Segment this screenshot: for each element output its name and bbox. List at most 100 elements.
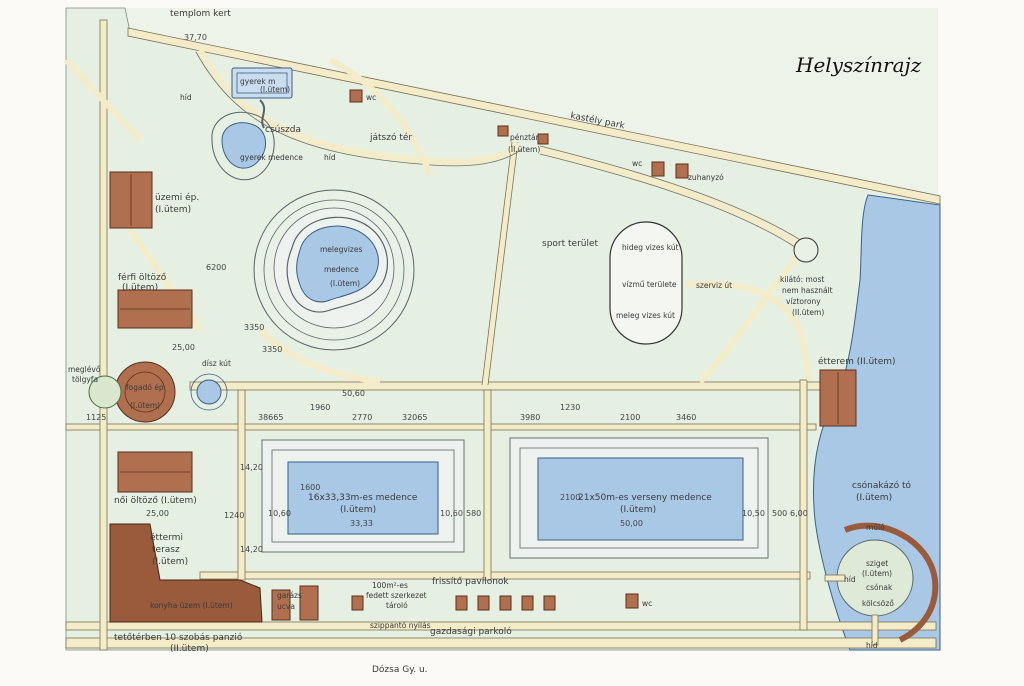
label-meglevo: meglévő [68,365,101,374]
label-kilato-2: nem használt [782,286,833,295]
mulo-arc [843,522,939,643]
label-100m: 100m²-es [372,581,408,590]
label-frissito: frissítő pavilonok [432,577,509,587]
label-tetoter: tetőtérben 10 szobás panzió [114,632,243,643]
garazs-building-2 [299,585,319,621]
label-fogado-ep-1: fogadó ép. [126,383,166,392]
dim-3333: 33,33 [350,519,373,528]
dim-6200: 6200 [206,263,226,272]
label-melegvizes-3: (I.ütem) [330,279,360,288]
label-penztar: pénztár [510,133,540,142]
dim-2500b: 25,00 [146,509,169,518]
dim-1420a: 14,20 [240,463,263,472]
label-noi-oltozo: női öltöző (I.ütem) [114,496,197,506]
label-garazs: garázs [277,591,302,600]
label-fedett-1: fedett szerkezet [366,591,427,600]
road-horizontal-mid [189,381,821,391]
label-hid-island: híd [844,575,856,584]
road-north-diagonal [127,27,941,205]
label-sziget-2: (I.ütem) [862,569,892,578]
frissito-pavilon-6 [543,595,556,611]
gyerek-medence-top-pool [231,67,293,99]
fogado-ep-inner [124,371,166,413]
path-to-tower-edge [539,145,803,250]
melegvizes-ring2 [263,199,405,341]
label-wc-top: wc [366,93,376,102]
path-sport-diagonal [482,141,518,386]
label-hideg-vizes-kut: hideg vizes kút [622,243,679,252]
label-szerviz-ut: szerviz út [696,281,732,290]
wc-building-zuhanyzo-1 [651,161,665,177]
label-szippanto: szippantó nyílás [370,621,431,630]
dim-1050: 10,50 [742,509,765,518]
dim-600: 6,00 [790,509,808,518]
label-melegvizes-2: medence [324,265,359,274]
label-ettermi-1: éttermi [150,532,183,543]
vizmu-oval [609,221,683,345]
dim-1125: 1125 [86,413,106,422]
path-east-curve [697,253,803,385]
dim-1960: 1960 [310,403,330,412]
big-pool-deck-inner [519,447,759,549]
map-title: Helyszínrajz [795,53,922,77]
melegvizes-medence-deck [286,216,388,313]
label-mulo: műló [866,523,885,532]
road-horizontal-bottom [199,571,811,580]
label-csuszda: csúszda [265,125,301,135]
road-vertical-left2 [237,389,246,581]
label-kilato-4: (II.ütem) [792,308,824,317]
label-hid-island-2: híd [866,641,878,650]
label-fogado-ep-2: (I.ütem) [130,401,160,410]
label-uzemi-ep: üzemi ép. [155,192,199,203]
disz-kut-ring [190,373,228,411]
small-pool-water [287,461,439,535]
wc-building-zuhanyzo-2 [675,163,689,179]
label-tetoter-stage: (II.ütem) [170,644,209,654]
dim-3460: 3460 [676,413,696,422]
road-vertical-right [799,379,808,631]
label-kilato-1: kilátó: most [780,275,824,284]
dim-1240: 1240 [224,511,244,520]
path-melegviz-lower [257,327,381,385]
frissito-pavilon-1 [351,595,364,611]
garazs-building [271,589,291,621]
label-uzemi-ep-stage: (I.ütem) [155,205,191,215]
dim-3980: 3980 [520,413,540,422]
label-hid-1: híd [180,93,192,102]
dim-38665: 38665 [258,413,283,422]
melegvizes-medence-pool [296,225,379,303]
small-pool-deck-inner [271,449,455,543]
gyerek-medence-pool [221,122,266,169]
road-horizontal-pools [65,423,817,431]
label-gyerek-m-stage: (I.ütem) [260,85,290,94]
dim-32065: 32065 [402,413,427,422]
label-sport-terulet: sport terület [542,239,599,249]
path-service-road [684,280,813,381]
gyerek-medence-ring [211,111,275,181]
frissito-pavilon-2 [455,595,468,611]
path-to-tower [539,147,802,248]
label-tolgyfa: tölgyfa [72,375,98,384]
dim-500: 500 [772,509,787,518]
dim-580: 580 [466,509,481,518]
road-vertical-left [99,19,108,651]
tolgyfa-tree [88,375,122,409]
dim-2100b: 2100 [560,493,580,502]
csuszda-slide [259,99,266,129]
label-medence-21: 21x50m-es verseny medence [578,493,712,503]
label-hid-2: híd [324,153,336,162]
road-vertical-center [483,389,492,581]
frissito-pavilon-4 [499,595,512,611]
dim-3350a: 3350 [244,323,264,332]
label-medence-16-stage: (I.ütem) [340,505,376,515]
dim-2500a: 25,00 [172,343,195,352]
sziget-bridge [824,574,846,582]
dim-1060a: 10,60 [268,509,291,518]
label-vizmu-terulete: vízmű területe [622,280,677,289]
label-csonakazo-2: (I.ütem) [856,493,892,503]
penztar-kiosk [497,125,509,137]
label-medence-16: 16x33,33m-es medence [308,493,418,503]
dim-5000: 50,00 [620,519,643,528]
dim-2100: 2100 [620,413,640,422]
